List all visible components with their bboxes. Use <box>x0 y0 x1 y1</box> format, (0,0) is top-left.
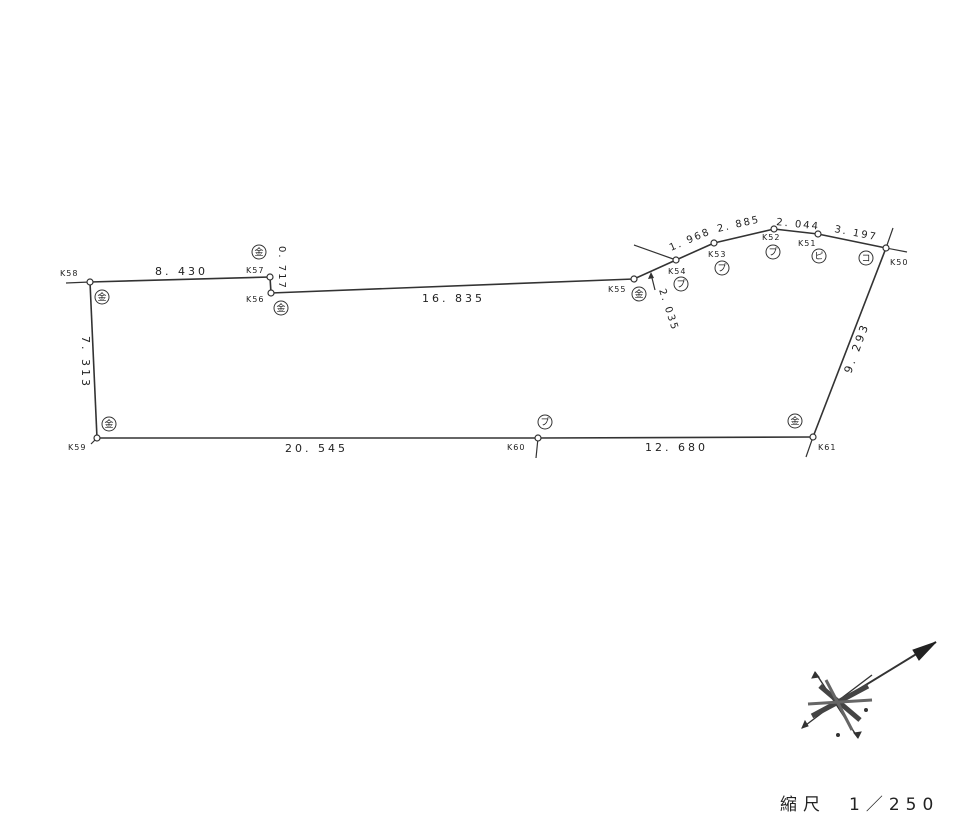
marker-kin-k56 <box>273 300 289 316</box>
survey-points <box>86 225 890 442</box>
marker-ko-k50-text: コ <box>861 254 870 264</box>
dimension-labels: 8. 430 0. 717 16. 835 1. 968 2. 885 2. 0… <box>79 214 879 455</box>
dim-k54-k53: 1. 968 <box>668 227 713 254</box>
point-k55 <box>630 275 638 283</box>
boundary-marker-text: 金 金 金 金 金 金 プ プ プ プ ピ コ <box>97 246 870 430</box>
boundary-markers <box>94 244 874 432</box>
dim-k58-k57: 8. 430 <box>155 265 208 278</box>
point-k60 <box>534 434 542 442</box>
label-k61: K61 <box>818 443 836 452</box>
point-k61 <box>809 433 817 441</box>
label-k51: K51 <box>798 239 816 248</box>
edge-k52-k51 <box>773 228 819 235</box>
marker-pu-k53-text: プ <box>717 263 726 274</box>
marker-pu-k52-text: プ <box>768 247 777 258</box>
point-k53 <box>710 239 718 247</box>
edge-k51-k50 <box>817 233 887 249</box>
marker-pi-k51 <box>811 248 827 264</box>
point-labels: K58 K57 K56 K55 K54 K53 K52 K51 K50 K61 … <box>60 233 908 452</box>
marker-pu-k60-text: プ <box>540 417 549 428</box>
marker-kin-k58-text: 金 <box>97 291 106 303</box>
label-k50: K50 <box>890 258 908 267</box>
marker-pi-k51-text: ピ <box>814 251 823 262</box>
leader-arrow-icon <box>648 272 654 279</box>
north-arrow-icon <box>801 641 937 739</box>
edge-k50-k61 <box>812 247 887 438</box>
marker-pu-k54 <box>673 276 689 292</box>
marker-pu-k52 <box>765 244 781 260</box>
ext-k58 <box>65 281 91 284</box>
dim-k55-cut: 2. 035 <box>656 288 680 333</box>
label-k56: K56 <box>246 295 264 304</box>
dim-k59-k60: 20. 545 <box>285 442 348 455</box>
marker-ko-k50 <box>858 250 874 266</box>
label-k59: K59 <box>68 443 86 452</box>
dim-k51-k50: 3. 197 <box>833 224 878 243</box>
edge-k56-k55 <box>270 278 635 294</box>
dim-k50-k61: 9. 293 <box>842 321 872 375</box>
point-k52 <box>770 225 778 233</box>
edge-k53-k52 <box>713 228 775 244</box>
label-k55: K55 <box>608 285 626 294</box>
label-k58: K58 <box>60 269 78 278</box>
marker-kin-k58 <box>94 289 110 305</box>
ext-k54 <box>633 244 677 261</box>
edge-k61-k60 <box>537 436 814 439</box>
marker-kin-k59 <box>101 416 117 432</box>
point-k58 <box>86 278 94 286</box>
point-k50 <box>882 244 890 252</box>
marker-kin-k61 <box>787 413 803 429</box>
dim-k57-k56: 0. 717 <box>276 246 287 290</box>
boundary-lines <box>89 228 887 439</box>
marker-kin-k55-text: 金 <box>634 288 643 300</box>
marker-kin-k61-text: 金 <box>790 415 799 427</box>
edge-k59-k58 <box>89 281 98 439</box>
edge-k58-k57 <box>89 276 271 283</box>
scale-label: 縮尺 1／250 <box>780 795 940 815</box>
label-k60: K60 <box>507 443 525 452</box>
label-k54: K54 <box>668 267 686 276</box>
marker-kin-k57 <box>251 244 267 260</box>
label-k53: K53 <box>708 250 726 259</box>
marker-pu-k60 <box>537 414 553 430</box>
dim-k53-k52: 2. 885 <box>716 214 761 235</box>
marker-kin-k56-text: 金 <box>276 302 285 314</box>
edge-k54-k53 <box>675 242 715 261</box>
marker-kin-k57-text: 金 <box>254 246 263 258</box>
extension-lines <box>65 227 908 459</box>
point-k56 <box>267 289 275 297</box>
label-k52: K52 <box>762 233 780 242</box>
marker-kin-k59-text: 金 <box>104 418 113 430</box>
point-k57 <box>266 273 274 281</box>
point-k59 <box>93 434 101 442</box>
dim-k52-k51: 2. 044 <box>776 217 821 233</box>
edge-k55-k54 <box>633 259 677 280</box>
marker-kin-k55 <box>631 286 647 302</box>
dim-k56-k55: 16. 835 <box>422 292 485 305</box>
dim-k58-k59: 7. 313 <box>79 336 92 389</box>
marker-pu-k54-text: プ <box>676 279 685 290</box>
dim-k60-k61: 12. 680 <box>645 441 708 454</box>
label-k57: K57 <box>246 266 264 275</box>
point-k51 <box>814 230 822 238</box>
point-k54 <box>672 256 680 264</box>
marker-pu-k53 <box>714 260 730 276</box>
